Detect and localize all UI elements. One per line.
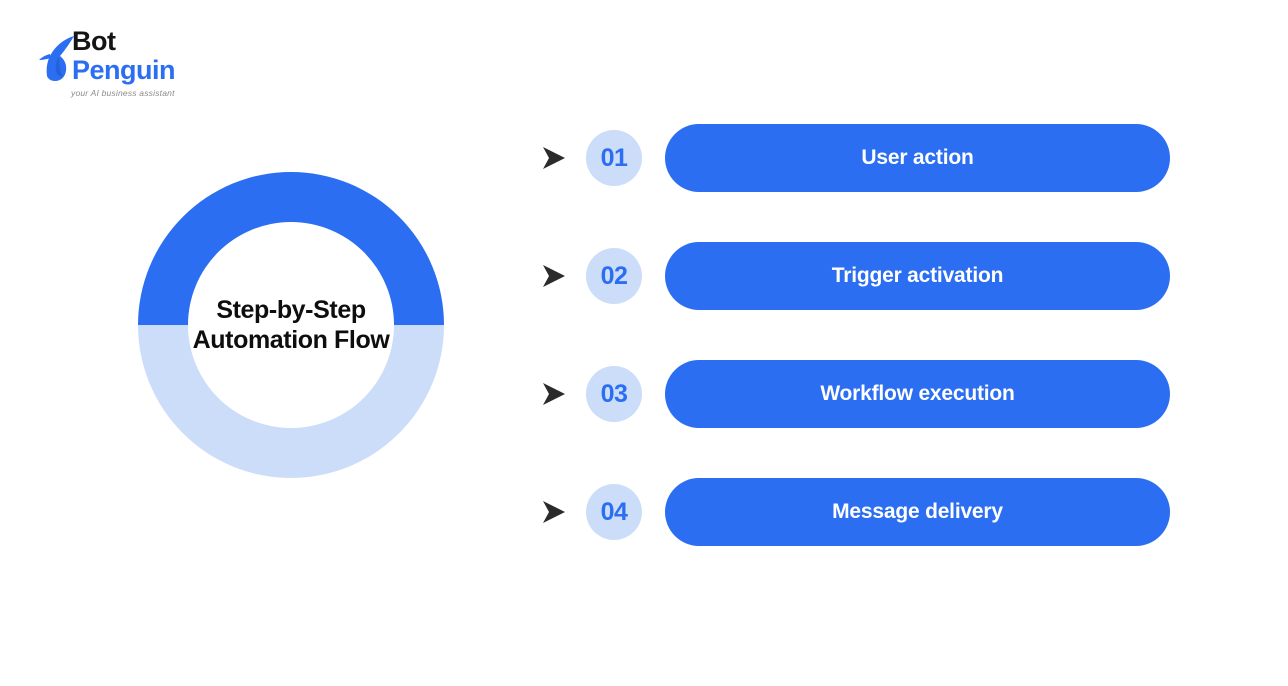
arrow-right-icon [533, 374, 573, 414]
brand-name-line2: Penguin [72, 55, 176, 85]
automation-steps-list: 01 User action 02 Trigger activation 03 [533, 124, 1178, 546]
arrow-right-icon [533, 138, 573, 178]
step-pill-04[interactable]: Message delivery [665, 478, 1170, 546]
automation-flow-donut-chart: Step-by-Step Automation Flow [113, 147, 469, 503]
step-label-text: User action [861, 146, 974, 169]
arrow-right-icon [533, 256, 573, 296]
donut-segment-bottom-left [138, 325, 291, 478]
step-label-text: Trigger activation [831, 264, 1004, 287]
arrow-right-icon [533, 492, 573, 532]
step-number-text: 04 [600, 497, 628, 526]
step-row-02: 02 Trigger activation [533, 242, 1178, 310]
donut-svg [138, 172, 444, 478]
step-row-04: 04 Message delivery [533, 478, 1178, 546]
step-pill-02[interactable]: Trigger activation [665, 242, 1170, 310]
donut-segment-top [291, 172, 444, 325]
donut-segment-top-left [138, 172, 291, 325]
brand-logo: Bot Penguin your AI business assistant [38, 28, 228, 98]
step-number-text: 03 [600, 379, 628, 408]
step-label-text: Message delivery [832, 500, 1003, 523]
step-pill-03[interactable]: Workflow execution [665, 360, 1170, 428]
brand-name-line1: Bot [72, 26, 116, 56]
step-number-text: 02 [600, 261, 628, 290]
donut-segment-bottom-right [291, 325, 444, 478]
step-row-01: 01 User action [533, 124, 1178, 192]
step-number-badge-03: 03 [586, 366, 642, 422]
brand-tagline: your AI business assistant [71, 88, 175, 98]
step-number-badge-01: 01 [586, 130, 642, 186]
penguin-icon [38, 34, 78, 82]
step-label-text: Workflow execution [820, 382, 1015, 405]
step-row-03: 03 Workflow execution [533, 360, 1178, 428]
brand-wordmark: Bot Penguin [72, 26, 176, 87]
step-number-badge-04: 04 [586, 484, 642, 540]
step-pill-01[interactable]: User action [665, 124, 1170, 192]
step-number-badge-02: 02 [586, 248, 642, 304]
step-number-text: 01 [600, 143, 628, 172]
